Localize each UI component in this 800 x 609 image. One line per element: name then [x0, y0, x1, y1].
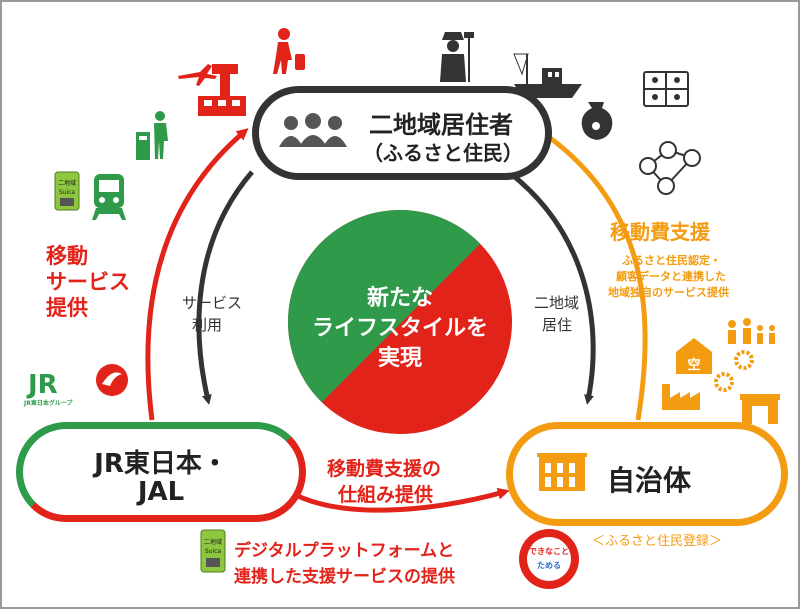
jr-title-line2: JAL — [137, 477, 185, 507]
traveler-icon — [273, 28, 305, 74]
support-desc-3: 地域独自のサービス提供 — [608, 286, 729, 299]
service-use-label-2: 利用 — [192, 316, 223, 334]
arrow-jr-to-resident — [145, 128, 249, 421]
badge-line2: ためる — [537, 560, 561, 570]
arrow-jr-to-gov — [280, 484, 510, 513]
arrow-gov-to-resident — [537, 128, 648, 421]
jal-logo-icon — [96, 364, 128, 396]
registration-label: ＜ふるさと住民登録＞ — [592, 534, 723, 549]
gears-icon — [714, 350, 754, 392]
jr-logo-sub: JR東日本グループ — [24, 400, 73, 407]
two-region-label-1: 二地域 — [534, 294, 580, 312]
train-icon — [92, 174, 126, 220]
resident-title: 二地域居住者 — [369, 111, 513, 139]
arrow-service-use — [196, 170, 254, 405]
center-line3: 実現 — [377, 346, 422, 371]
mobility-label-1: 移動 — [46, 244, 88, 268]
digital-label-1: デジタルプラットフォームと — [234, 541, 455, 561]
suica-card-icon-2: 二地域 Suica — [200, 529, 226, 573]
badge-line1: できなこと — [529, 547, 569, 556]
mobility-label-3: 提供 — [46, 296, 88, 320]
suica2-top-label: 二地域 — [204, 538, 222, 546]
digital-label-2: 連携した支援サービスの提供 — [234, 567, 455, 587]
shop-icon — [740, 394, 780, 424]
two-region-label-2: 居住 — [542, 316, 573, 334]
video-call-icon — [643, 71, 689, 107]
airplane-icon — [178, 64, 217, 86]
people-icon — [279, 113, 347, 147]
node-resident: 二地域居住者 （ふるさと住民） — [252, 86, 552, 180]
center-line1: 新たな — [366, 286, 433, 311]
gov-title: 自治体 — [607, 464, 692, 497]
vacant-label: 空 — [687, 357, 700, 373]
family-icon — [728, 318, 775, 344]
support-desc-1: ふるさと住民認定・ — [622, 254, 721, 267]
center-line2: ライフスタイルを — [311, 316, 488, 341]
suica2-bottom-label: Suica — [205, 548, 222, 555]
factory-icon — [662, 384, 700, 410]
mobility-label-2: サービス — [46, 270, 130, 294]
mechanism-label-2: 仕組み提供 — [338, 484, 434, 506]
node-jr-jal: JR東日本・ JAL — [16, 422, 306, 522]
support-title: 移動費支援 — [610, 220, 710, 244]
resident-subtitle: （ふるさと住民） — [363, 141, 523, 165]
farmer-icon — [440, 32, 474, 82]
recycle-person-icon — [136, 111, 168, 160]
network-icon — [639, 141, 701, 195]
support-desc-2: 顧客データと連携した — [616, 270, 726, 283]
building-icon — [537, 453, 587, 491]
suica-bottom-label: Suica — [59, 189, 76, 196]
jr-logo: JR — [28, 370, 58, 400]
jr-title-line1: JR東日本・ — [94, 449, 228, 479]
mechanism-label-1: 移動費支援の — [327, 458, 442, 480]
center-circle — [288, 210, 512, 434]
node-government: 自治体 — [506, 422, 788, 526]
house-icon: 空 — [676, 338, 712, 374]
suica-card-icon: 二地域 Suica — [54, 171, 80, 211]
suica-top-label: 二地域 — [58, 179, 76, 187]
vase-icon — [581, 102, 613, 140]
arrow-two-region — [500, 164, 596, 405]
service-use-label-1: サービス — [182, 294, 243, 312]
badge-icon: できなこと ためる — [519, 529, 579, 589]
control-tower-icon — [198, 64, 246, 116]
